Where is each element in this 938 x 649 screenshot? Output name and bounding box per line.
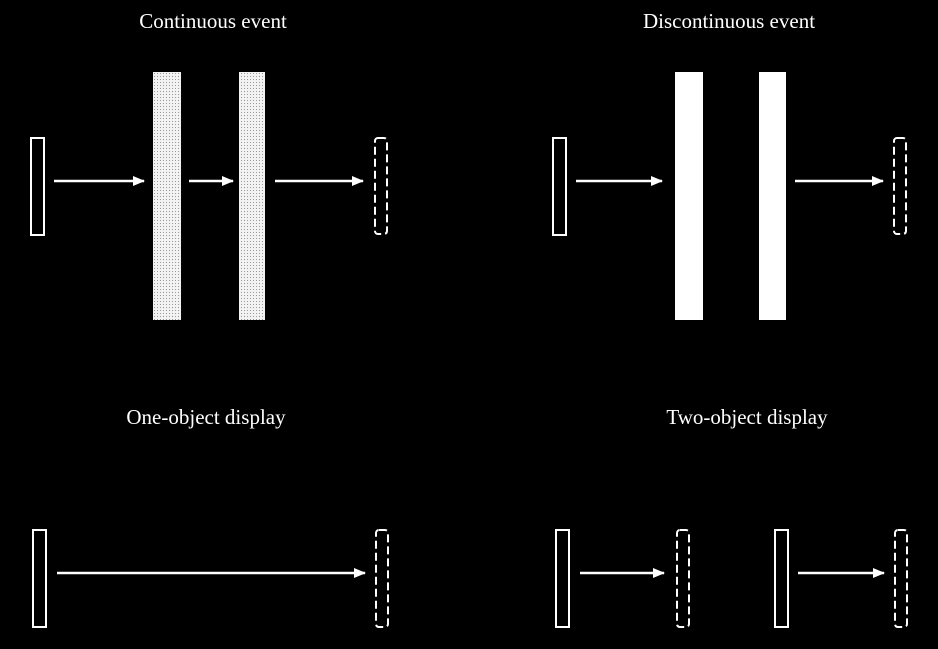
start-object	[30, 137, 45, 236]
panel-title-discontinuous: Discontinuous event	[643, 9, 815, 33]
first-object-end-dashed	[676, 529, 690, 628]
panel-title-two-object: Two-object display	[666, 405, 828, 429]
occluder-screen-1	[153, 72, 181, 320]
occluder-screen-1	[675, 72, 703, 320]
panel-title-continuous: Continuous event	[139, 9, 287, 33]
panel-continuous-event: Continuous event	[30, 9, 388, 320]
panel-title-one-object: One-object display	[126, 405, 286, 429]
occluder-screen-2	[239, 72, 265, 320]
start-object	[32, 529, 47, 628]
end-object-dashed	[893, 137, 907, 235]
end-object-dashed	[375, 529, 389, 628]
occluder-screen-2	[759, 72, 786, 320]
panel-discontinuous-event: Discontinuous event	[552, 9, 907, 320]
panel-two-object-display: Two-object display	[555, 405, 908, 628]
start-object	[552, 137, 567, 236]
first-object	[555, 529, 570, 628]
panel-one-object-display: One-object display	[32, 405, 389, 628]
second-object-end-dashed	[894, 529, 908, 628]
end-object-dashed	[374, 137, 388, 235]
second-object	[774, 529, 789, 628]
